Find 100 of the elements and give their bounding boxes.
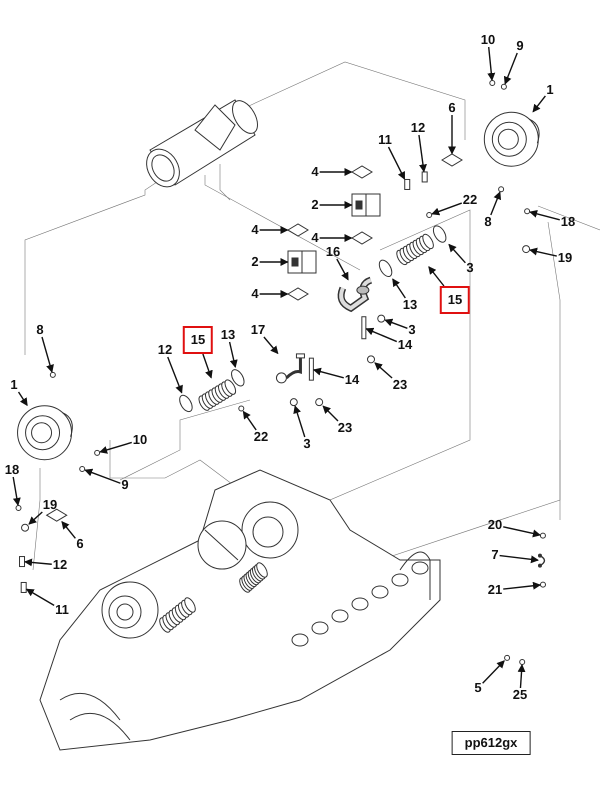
leader-line [500, 554, 539, 564]
gasket-drawing [287, 287, 309, 301]
turbocharger-drawing [17, 405, 73, 460]
leader-line [293, 405, 306, 438]
leader-line [242, 410, 257, 430]
leader-line [448, 115, 456, 154]
leader-line [312, 368, 344, 378]
leader-line [260, 290, 288, 298]
bolt-icon [20, 582, 27, 593]
nut-icon [522, 245, 530, 254]
callout-number: 15 [182, 326, 214, 354]
leader-line [320, 234, 352, 242]
leader-line [320, 168, 352, 176]
leader-line [529, 248, 557, 257]
leader-line [518, 664, 526, 688]
callout-number: 4 [250, 223, 260, 237]
leader-line [167, 356, 183, 394]
callout-number: 1 [9, 378, 19, 392]
callout-number: 10 [132, 433, 148, 447]
leader-line [99, 442, 132, 454]
leader-line [320, 201, 352, 209]
leader-line [448, 244, 466, 264]
leader-line [228, 342, 238, 368]
leader-line [365, 328, 398, 342]
callout-number: 23 [336, 421, 354, 435]
leader-line [84, 468, 121, 484]
callout-number: 3 [302, 437, 312, 451]
leader-line [504, 52, 518, 85]
leader-line [503, 582, 541, 590]
stud-drawing [308, 358, 314, 381]
turbocharger-drawing [484, 112, 540, 167]
callout-number: 14 [396, 338, 414, 352]
callout-number: 12 [410, 121, 426, 135]
fastener-icon [489, 80, 496, 86]
callout-number: 22 [252, 430, 270, 444]
figure-code-label: pp612gx [452, 731, 530, 755]
leader-line [392, 278, 406, 298]
clamp-ring-drawing [432, 225, 446, 243]
callout-number: 9 [515, 39, 525, 53]
nut-icon [315, 398, 324, 406]
fastener-icon [50, 372, 56, 378]
clamp-ring-drawing [231, 369, 245, 386]
callout-number: 9 [120, 478, 130, 492]
nut-icon [377, 314, 386, 323]
callout-number: 14 [344, 373, 360, 387]
leader-line [18, 392, 28, 406]
stud-drawing [361, 316, 366, 340]
gasket-drawing [351, 231, 373, 245]
bolt-icon [404, 178, 410, 190]
leader-line [487, 46, 496, 81]
valve-drawing [288, 250, 316, 274]
leader-line [529, 210, 560, 221]
leader-line [260, 226, 288, 234]
gasket-drawing [441, 153, 463, 167]
leader-line [336, 258, 349, 280]
leader-line [418, 134, 427, 172]
fastener-icon [524, 208, 530, 214]
callout-number: 19 [42, 498, 58, 512]
leader-line [61, 520, 76, 539]
callout-number: 15 [440, 286, 470, 314]
fastener-icon [540, 582, 546, 588]
callout-number: 18 [4, 463, 20, 477]
bellows-drawing [198, 379, 236, 411]
callout-number: 8 [35, 323, 45, 337]
fastener-icon [16, 504, 22, 511]
callout-number: 20 [486, 518, 504, 532]
callout-number: 2 [250, 255, 260, 269]
leader-line [24, 558, 52, 566]
leader-line [28, 511, 43, 525]
leader-line [202, 354, 213, 379]
leader-line [482, 660, 505, 684]
nut-icon [367, 355, 375, 364]
leader-line [260, 258, 288, 266]
leader-line [12, 476, 21, 506]
callout-number: 17 [250, 323, 266, 337]
leader-line [263, 336, 278, 354]
leader-line [428, 266, 444, 286]
callout-number: 25 [512, 688, 528, 702]
callout-number: 12 [52, 558, 68, 572]
nut-icon [21, 524, 30, 532]
bolt-icon [422, 171, 428, 182]
callout-number: 5 [473, 681, 483, 695]
pipe-drawing [276, 353, 305, 384]
leader-line [503, 526, 541, 538]
fastener-icon [504, 654, 510, 661]
fastener-icon [498, 186, 504, 192]
callout-number: 12 [156, 343, 174, 357]
callout-number: 3 [465, 261, 475, 275]
callout-number: 3 [407, 323, 417, 337]
callout-number: 10 [480, 33, 496, 47]
callout-number: 21 [486, 583, 504, 597]
callout-number: 13 [220, 328, 236, 342]
leader-line [431, 202, 462, 216]
fastener-icon [426, 212, 432, 218]
gasket-drawing [46, 508, 68, 522]
pipe-drawing [338, 276, 372, 312]
leader-line [374, 362, 393, 379]
callout-number: 22 [462, 193, 478, 207]
callout-number: 13 [402, 298, 418, 312]
leader-line [532, 96, 546, 113]
